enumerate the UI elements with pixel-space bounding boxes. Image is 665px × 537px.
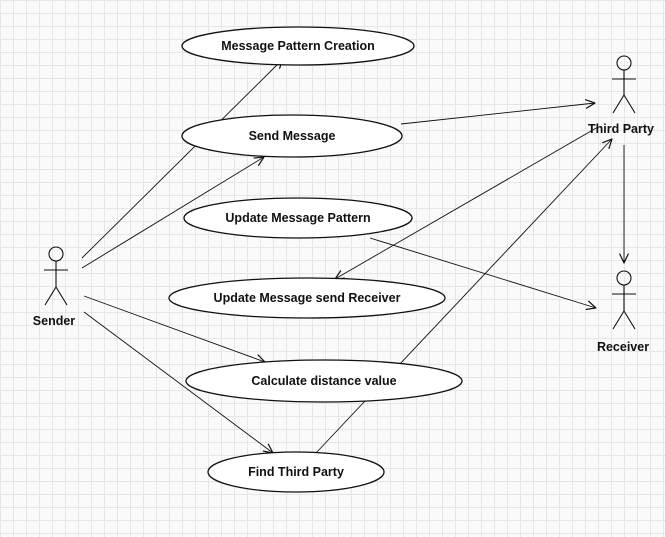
actor-sender[interactable]: Sender <box>33 246 76 328</box>
use-case-label: Update Message Pattern <box>225 211 370 225</box>
association-update-pattern-receiver <box>369 237 596 308</box>
use-case-ellipse <box>183 197 413 239</box>
stick-figure-icon <box>612 55 636 114</box>
use-case-ellipse <box>168 277 446 319</box>
use-case-label: Message Pattern Creation <box>221 39 375 53</box>
use-case-label: Find Third Party <box>248 465 344 479</box>
use-case-send-message[interactable]: Send Message <box>181 114 403 158</box>
use-case-update-message-pattern[interactable]: Update Message Pattern <box>183 197 413 239</box>
use-case-ellipse <box>207 451 385 493</box>
association-sender-calculate-distance <box>83 295 265 362</box>
association-sender-message-pattern-creation <box>81 59 283 259</box>
actor-receiver[interactable]: Receiver <box>597 270 649 354</box>
actor-label: Third Party <box>588 122 654 136</box>
association-sender-find-third-party <box>83 311 273 453</box>
association-send-message-third-party <box>400 103 595 125</box>
use-case-ellipse <box>181 114 403 158</box>
use-case-label: Calculate distance value <box>251 374 396 388</box>
use-case-update-message-send-receiver[interactable]: Update Message send Receiver <box>168 277 446 319</box>
association-sender-send-message <box>81 157 264 269</box>
use-case-label: Update Message send Receiver <box>214 291 401 305</box>
actor-label: Receiver <box>597 340 649 354</box>
use-case-label: Send Message <box>249 129 336 143</box>
use-case-ellipse <box>181 26 415 66</box>
use-case-calculate-distance-value[interactable]: Calculate distance value <box>185 359 463 403</box>
stick-figure-icon <box>44 246 68 306</box>
use-case-message-pattern-creation[interactable]: Message Pattern Creation <box>181 26 415 66</box>
use-case-ellipse <box>185 359 463 403</box>
stick-figure-icon <box>612 270 636 330</box>
actor-label: Sender <box>33 314 76 328</box>
actor-third-party[interactable]: Third Party <box>588 55 654 136</box>
association-third-party-update-send-receiver <box>335 126 599 279</box>
use-case-find-third-party[interactable]: Find Third Party <box>207 451 385 493</box>
